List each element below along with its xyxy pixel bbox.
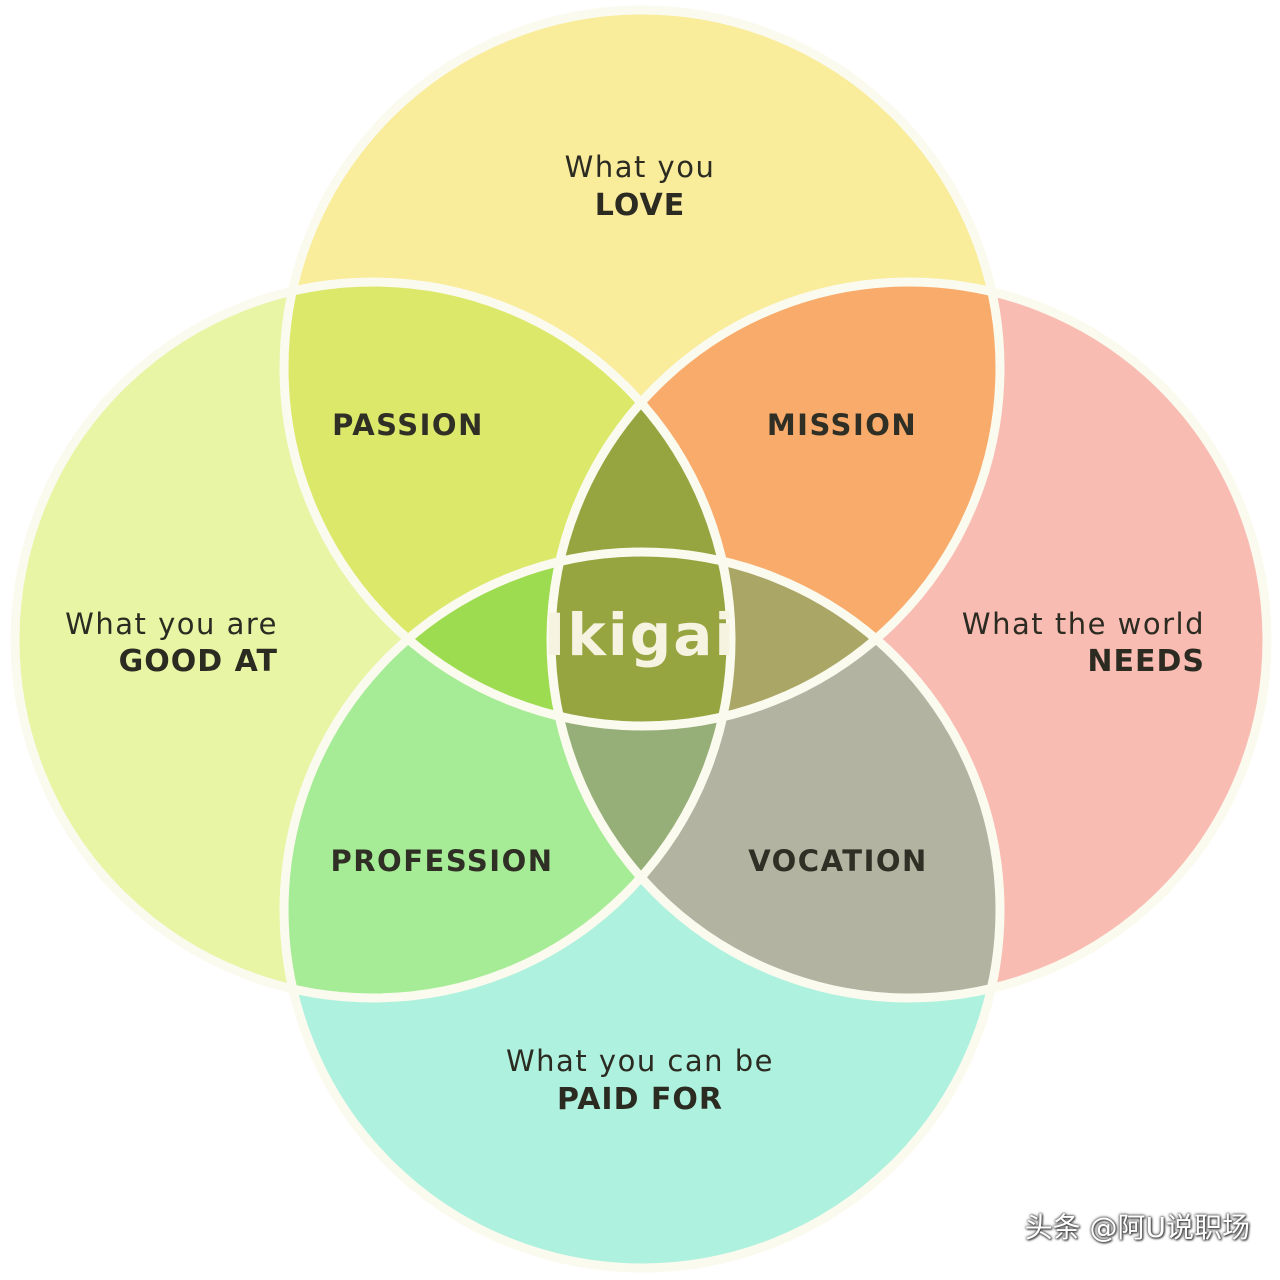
circle-outlines: [10, 5, 1272, 1273]
label-vocation: VOCATION: [748, 844, 928, 878]
label-paid-for-line2: PAID FOR: [557, 1082, 723, 1117]
label-good-at-line2: GOOD AT: [119, 644, 278, 679]
label-good-at-line1: What you are: [65, 607, 278, 641]
label-mission: MISSION: [767, 408, 917, 442]
label-love-line1: What you: [565, 150, 716, 184]
label-profession: PROFESSION: [330, 844, 553, 878]
label-passion: PASSION: [332, 408, 484, 442]
watermark: 头条 @阿U说职场: [1024, 1211, 1250, 1244]
label-paid-for-line1: What you can be: [506, 1044, 774, 1078]
label-love-line2: LOVE: [595, 188, 685, 223]
label-needs-line1: What the world: [962, 607, 1205, 641]
label-needs-line2: NEEDS: [1087, 644, 1205, 679]
label-ikigai: Ikigai: [544, 601, 737, 669]
